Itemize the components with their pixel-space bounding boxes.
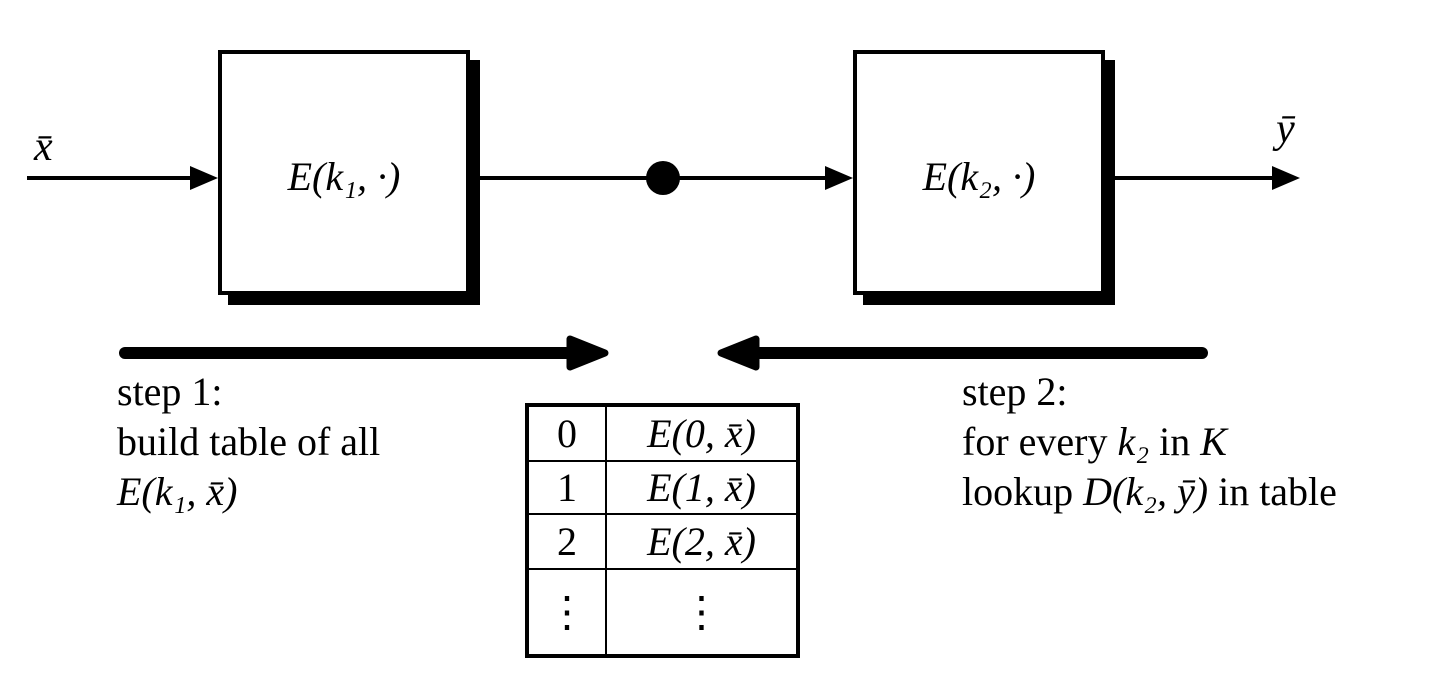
encryption-box-1-label: E(k₁, ·) <box>287 154 401 199</box>
value-cell: E(2, x̄) <box>647 519 756 564</box>
step2-keyspace-symbol: K <box>1200 419 1227 464</box>
step2-line2-mid: in <box>1149 419 1201 464</box>
arrowhead-right-icon <box>1272 166 1300 190</box>
step2-line3: lookup D(k₂, ȳ) in table <box>962 467 1337 517</box>
key-cell: 2 <box>529 515 607 568</box>
arrowhead-right-icon <box>190 166 218 190</box>
step2-key-symbol: k₂ <box>1117 419 1150 464</box>
step2-line3-post: in table <box>1208 469 1337 514</box>
step2-line2-text: for every <box>962 419 1118 464</box>
step2-arrow-icon <box>717 335 1208 371</box>
step1-line3: E(k₁, x̄) <box>117 467 380 517</box>
lookup-table: 0 E(0, x̄) 1 E(1, x̄) 2 E(2, x̄) ⋮ ⋮ <box>525 403 800 658</box>
step1-arrow-icon <box>119 335 609 371</box>
table-row: 1 E(1, x̄) <box>529 460 796 513</box>
step1-title: step 1: <box>117 369 223 414</box>
step2-decrypt-formula: D(k₂, ȳ) <box>1083 469 1209 514</box>
value-cell: E(1, x̄) <box>647 465 756 510</box>
table-row: ⋮ ⋮ <box>529 568 796 654</box>
key-cell: ⋮ <box>529 570 607 654</box>
key-cell: 0 <box>529 407 607 460</box>
step2-line3-text: lookup <box>962 469 1084 514</box>
key-cell: 1 <box>529 462 607 513</box>
value-cell: ⋮ <box>680 590 723 636</box>
step1-note: step 1: build table of all E(k₁, x̄) <box>117 367 380 517</box>
step2-line2: for every k₂ in K <box>962 417 1337 467</box>
encryption-box-2: E(k₂, ·) <box>853 50 1105 295</box>
junction-dot-icon <box>646 161 680 195</box>
arrowhead-right-icon <box>825 166 853 190</box>
output-arrow <box>1110 166 1300 190</box>
encryption-box-1: E(k₁, ·) <box>218 50 470 295</box>
output-label: ȳ <box>1276 106 1295 152</box>
value-cell: E(0, x̄) <box>647 411 756 456</box>
encryption-box-2-label: E(k₂, ·) <box>922 154 1036 199</box>
step2-note: step 2: for every k₂ in K lookup D(k₂, ȳ… <box>962 367 1337 517</box>
input-arrow <box>27 166 218 190</box>
input-label: x̄ <box>34 124 53 170</box>
step1-formula: E(k₁, x̄) <box>117 469 238 514</box>
table-row: 2 E(2, x̄) <box>529 513 796 568</box>
table-row: 0 E(0, x̄) <box>529 407 796 460</box>
step1-line2: build table of all <box>117 419 381 464</box>
step2-title: step 2: <box>962 369 1068 414</box>
